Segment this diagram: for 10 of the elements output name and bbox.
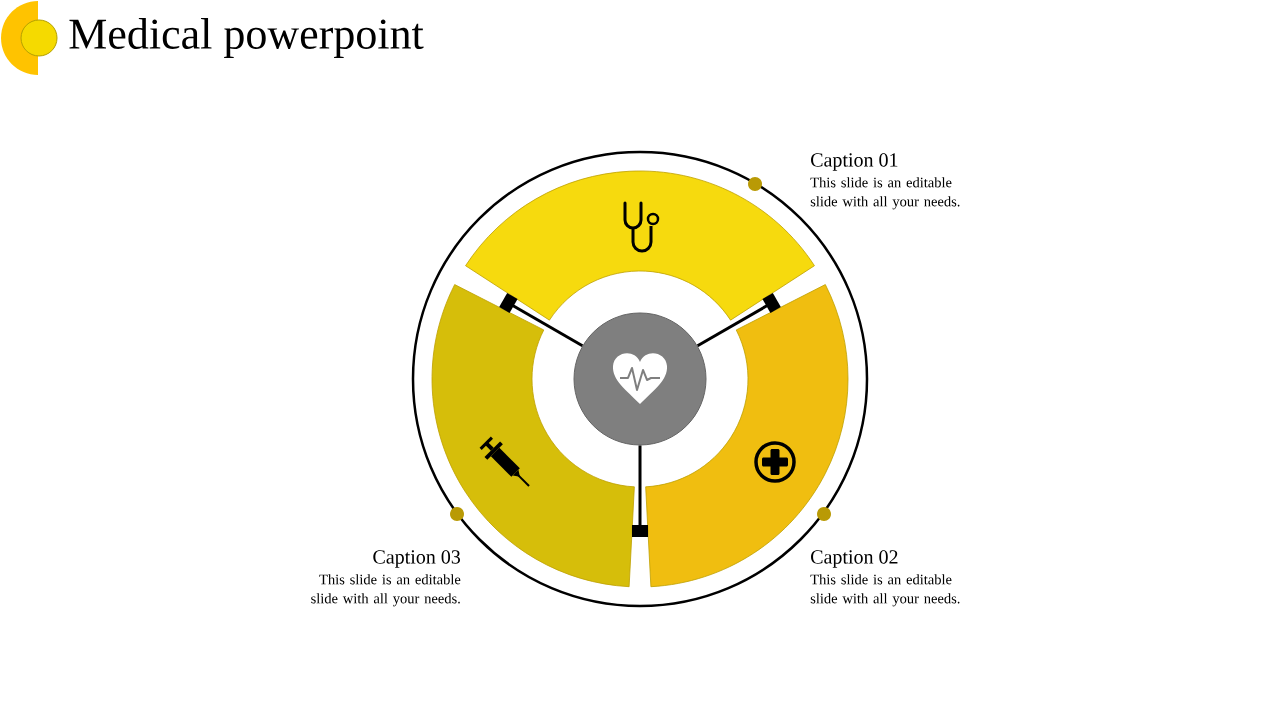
caption-heading: Caption 01 bbox=[811, 153, 898, 171]
spoke bbox=[696, 293, 781, 348]
caption-text: This slide is an editable slide with all your needs. bbox=[810, 574, 960, 607]
caption-heading: Caption 03 bbox=[373, 550, 461, 568]
title: Medical powerpoint bbox=[69, 18, 424, 58]
caption-heading: Caption 02 bbox=[811, 550, 898, 568]
caption-text: This slide is an editable slide with all your needs. bbox=[311, 574, 461, 607]
spoke bbox=[632, 445, 648, 537]
caption-text: This slide is an editable slide with all your needs. bbox=[810, 177, 960, 210]
spoke bbox=[499, 293, 584, 348]
